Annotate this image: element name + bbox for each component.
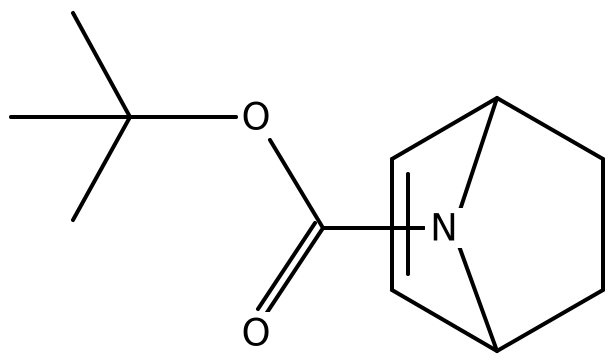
- bond-alkene-bottom-to-bridgehead-bottom: [390, 288, 499, 353]
- bond-bridgehead-top-to-alkene-top: [390, 96, 499, 161]
- bond-tbu-methyl-bottom: [71, 115, 132, 222]
- bond-nitrogen-to-bridgehead-top: [458, 96, 499, 212]
- bond-oxygen-to-carbonyl-carbon: [268, 138, 325, 230]
- nitrogen-atom: N: [425, 207, 463, 250]
- ether-oxygen-atom: O: [238, 96, 274, 139]
- ether-oxygen-label: O: [241, 96, 270, 139]
- bond-bridgehead-top-to-methylene: [495, 96, 605, 161]
- bond-methylene-to-bridgehead-bottom: [495, 288, 605, 353]
- carbonyl-oxygen-label: O: [241, 312, 270, 355]
- bond-carbonyl-double-outer: [264, 226, 325, 316]
- nitrogen-label: N: [430, 207, 458, 250]
- bond-carbonyl-double-inner: [256, 221, 317, 311]
- bond-nitrogen-to-bridgehead-bottom: [457, 244, 499, 353]
- carbonyl-oxygen-atom: O: [237, 312, 275, 356]
- bond-tbu-methyl-top: [71, 11, 132, 119]
